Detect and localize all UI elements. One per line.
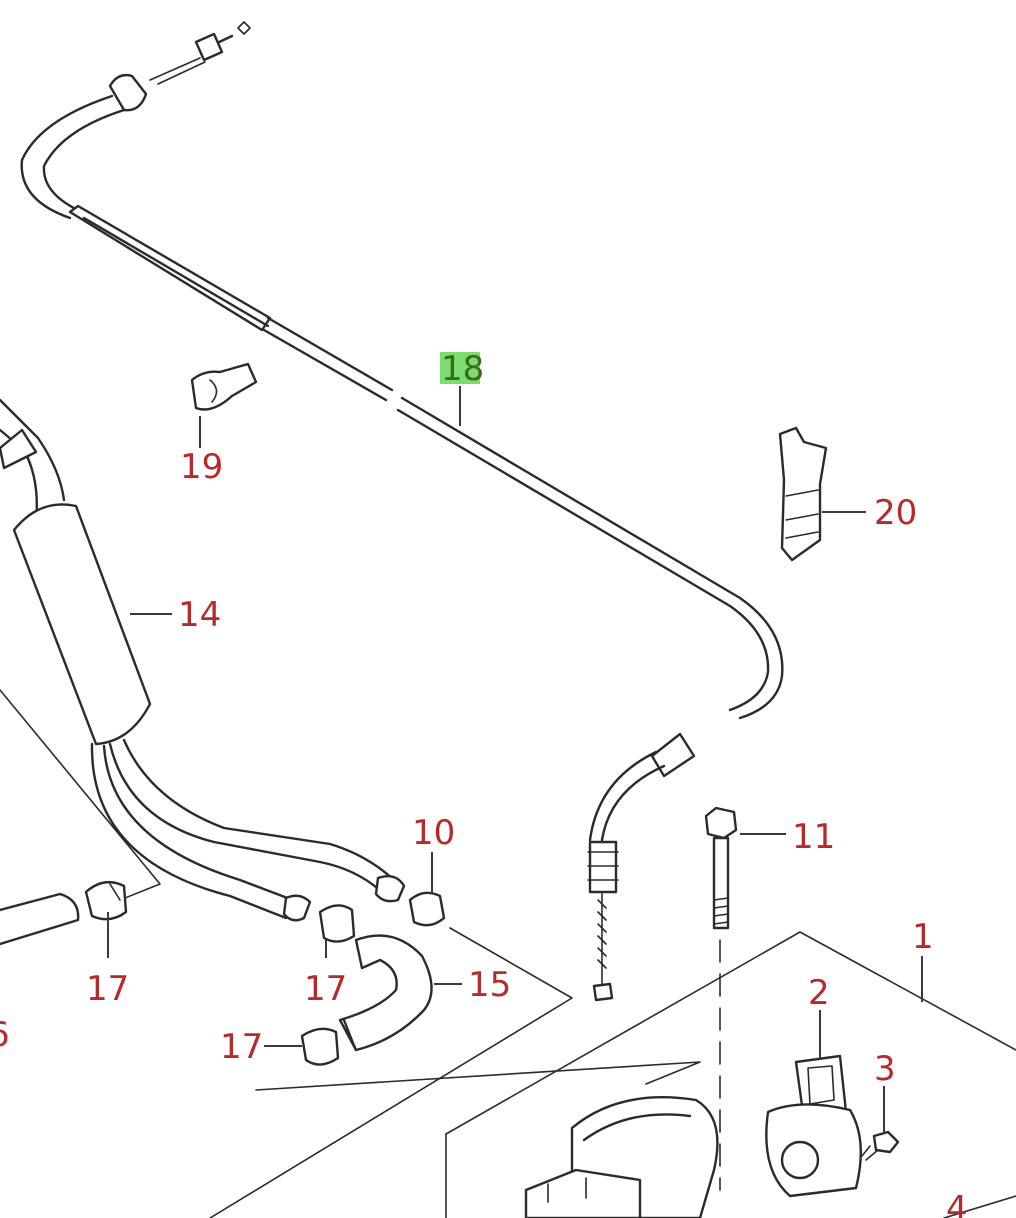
callouts: 18 19 20 14 10 11 1 15 17 17 2 6 17 3 4 [0,349,968,1218]
bolt-11 [704,806,738,1191]
callout-17-lower: 17 [220,1027,263,1067]
dash-reference-line [255,1061,701,1091]
vacuum-hose-assembly [0,398,406,922]
cable-clip-20 [778,426,828,562]
callout-15: 15 [468,965,511,1005]
hose-clamp-17-lower [300,1027,340,1066]
callout-18-highlight [440,352,480,384]
callout-17-left: 17 [86,969,129,1009]
throttle-position-sensor [765,1054,862,1198]
screw-3 [861,1130,900,1161]
callout-11: 11 [792,817,835,857]
hose-clamp-10 [408,891,446,927]
callout-17-middle: 17 [304,969,347,1009]
throttle-body [445,931,1016,1218]
hose-clamp-17-middle [318,904,356,943]
callout-20: 20 [874,493,917,533]
callout-10: 10 [412,813,455,853]
callout-3: 3 [874,1049,896,1089]
throttle-cable [20,21,784,1002]
leader-lines [107,386,923,1134]
cable-clip-19 [190,362,258,411]
part-4-edge [943,1195,1016,1218]
callout-18: 18 [441,349,484,389]
callout-2: 2 [808,973,830,1013]
callout-19: 19 [180,447,223,487]
callout-14: 14 [178,595,221,635]
hose-stub-left [0,880,128,946]
panel-outline-left [209,927,573,1218]
callout-4: 4 [946,1189,968,1218]
callout-1: 1 [912,917,934,957]
callout-6: 6 [0,1015,10,1055]
bent-hose [338,934,433,1052]
